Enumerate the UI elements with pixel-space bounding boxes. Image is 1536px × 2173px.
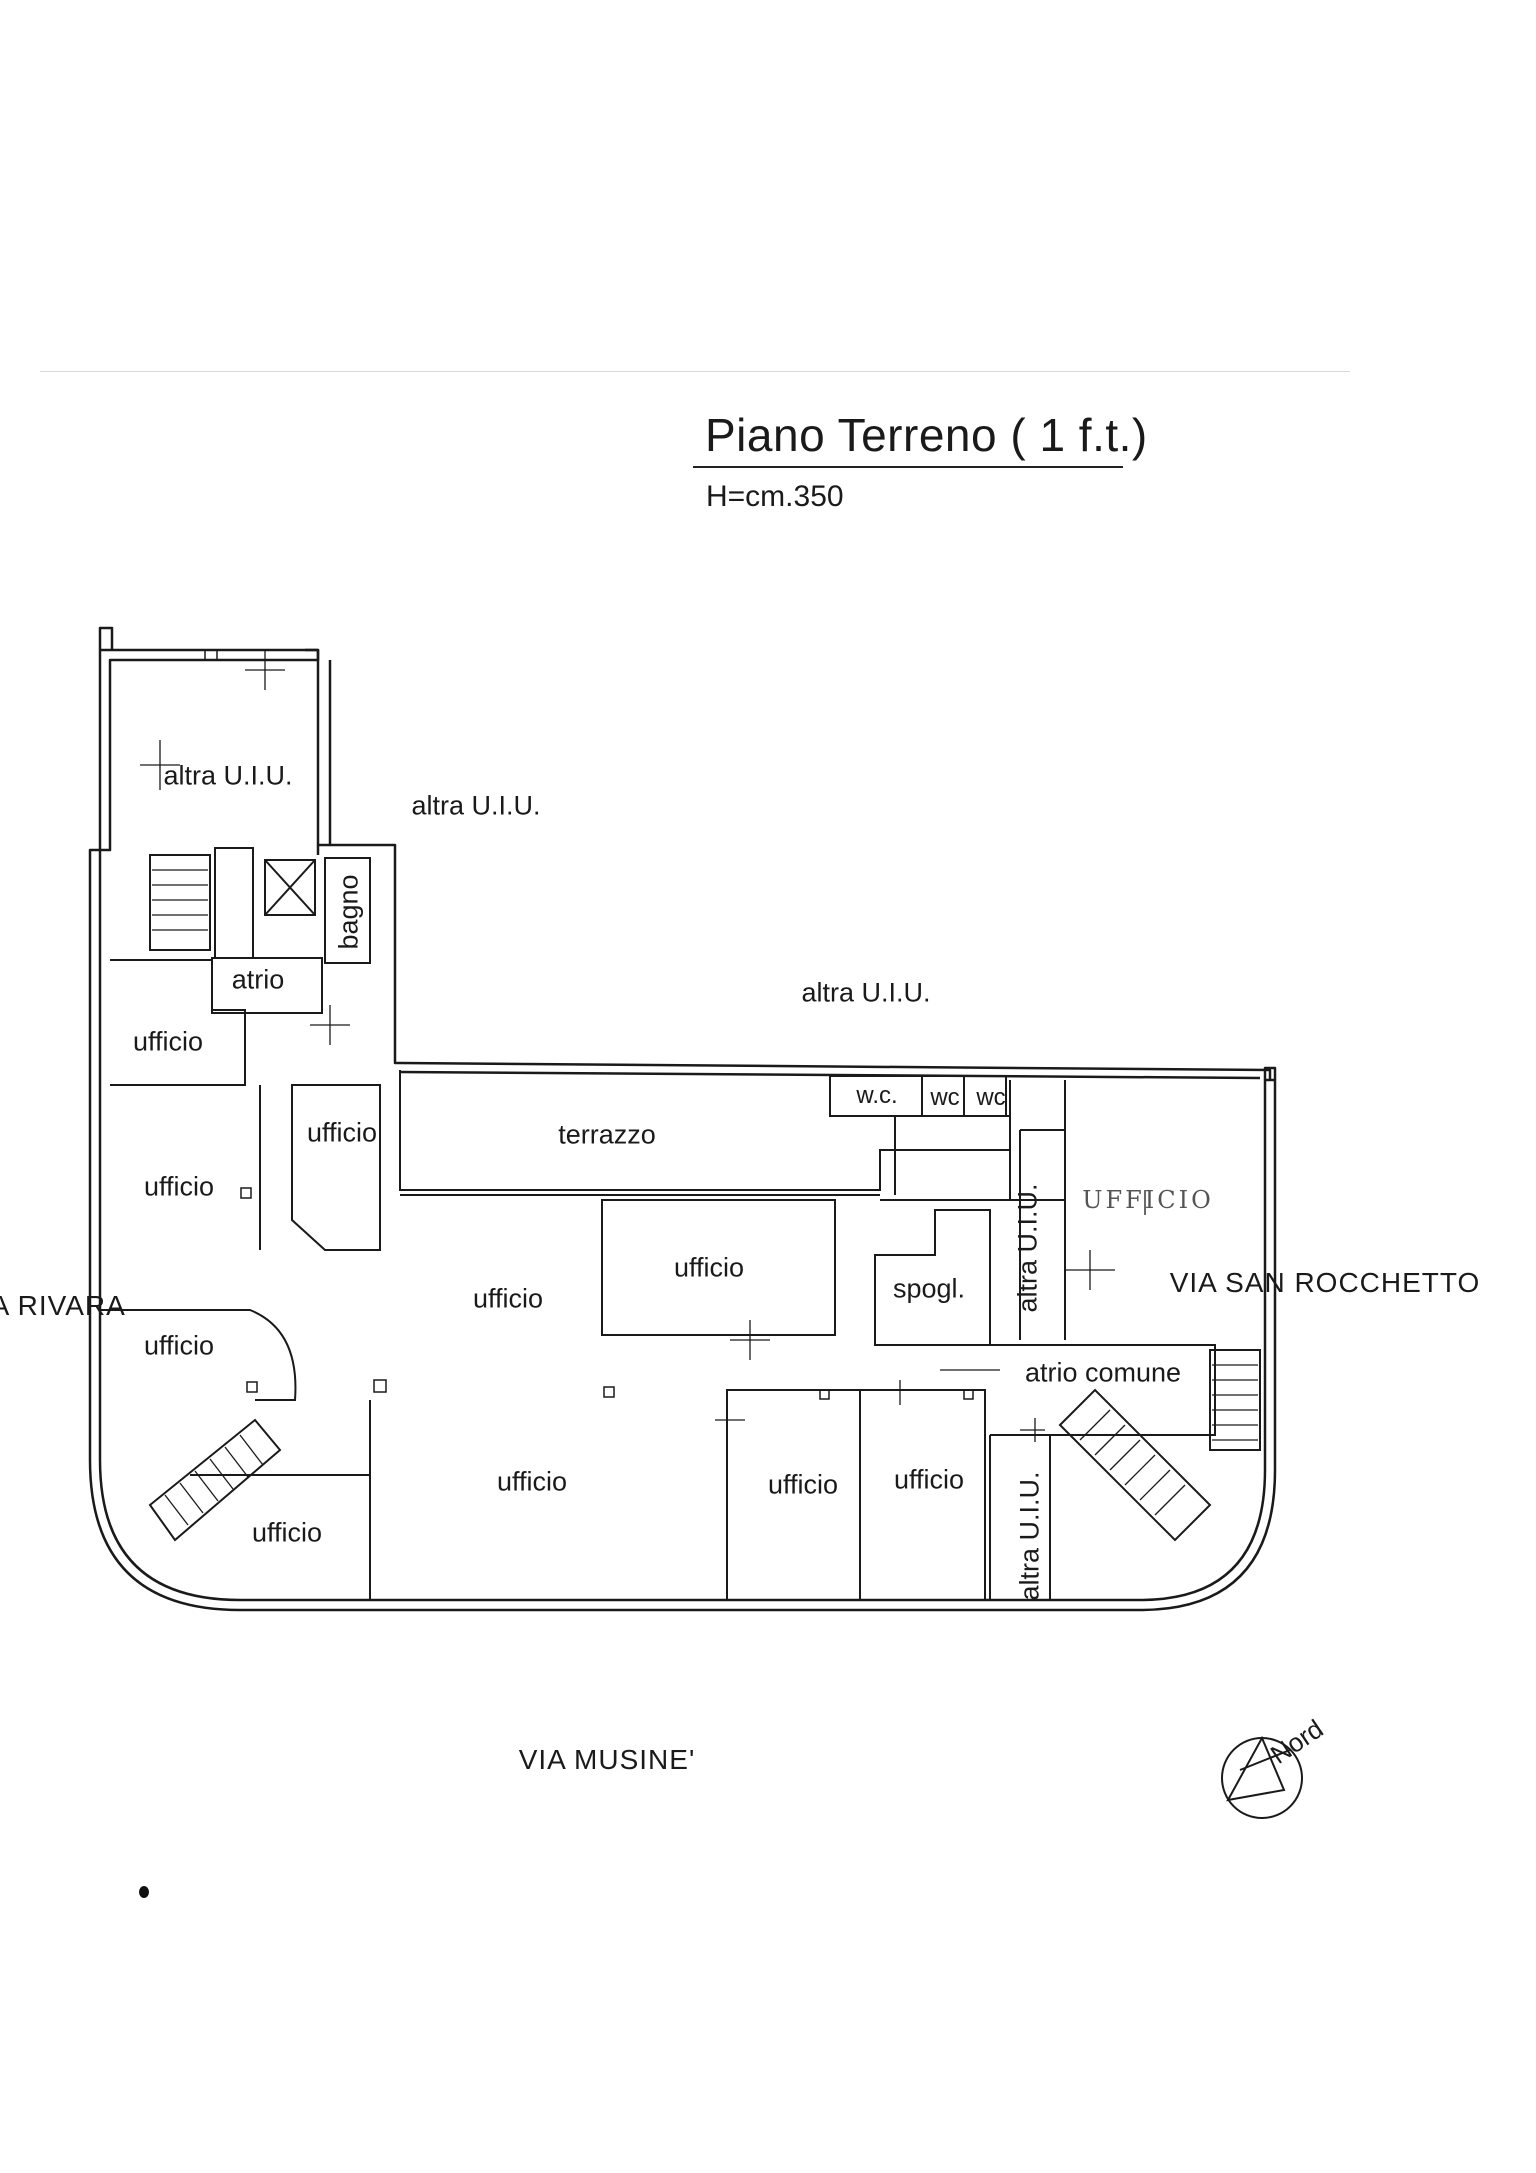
room-label-atrio-comune: atrio comune — [1024, 1357, 1182, 1388]
room-label-ufficio-center-inner: ufficio — [673, 1252, 745, 1283]
room-label-ufficio-west: ufficio — [143, 1171, 215, 1202]
room-label-spogl: spogl. — [892, 1273, 966, 1304]
title-underline — [693, 466, 1123, 468]
room-label-wc-1: w.c. — [856, 1082, 898, 1109]
room-label-ufficio-center: ufficio — [472, 1283, 544, 1314]
room-label-atrio: atrio — [231, 964, 285, 995]
ink-dot — [139, 1886, 149, 1898]
room-label-ufficio-south-1: ufficio — [767, 1469, 839, 1500]
street-label-south: VIA MUSINE' — [518, 1744, 696, 1775]
interior-walls — [99, 649, 1261, 1600]
room-label-ufficio-big-south: ufficio — [496, 1466, 568, 1497]
room-label-ufficio-small: ufficio — [306, 1117, 378, 1148]
room-label-ufficio-nw: ufficio — [132, 1026, 204, 1057]
room-label-ufficio-south-2: ufficio — [893, 1464, 965, 1495]
room-label-altra-uiu-middle: altra U.I.U. — [801, 977, 931, 1008]
room-label-wc-2: wc — [930, 1084, 960, 1111]
room-label-ufficio-sw-corner: ufficio — [251, 1517, 323, 1548]
room-label-altra-uiu-tower: altra U.I.U. — [163, 760, 293, 791]
room-label-ufficio-handwritten: UFFICIO — [1082, 1186, 1214, 1214]
page-title: Piano Terreno ( 1 f.t.) — [705, 409, 1148, 461]
room-label-altra-uiu-vertical-1: altra U.I.U. — [1012, 1183, 1043, 1313]
room-label-altra-uiu-top: altra U.I.U. — [411, 790, 541, 821]
room-label-bagno: bagno — [333, 874, 364, 950]
room-label-ufficio-west-lower: ufficio — [143, 1330, 215, 1361]
ceiling-height-note: H=cm.350 — [706, 480, 844, 513]
scan-edge-line — [40, 371, 1350, 372]
north-arrow-icon — [1221, 1735, 1303, 1819]
room-label-altra-uiu-vertical-2: altra U.I.U. — [1014, 1471, 1045, 1601]
room-label-terrazzo: terrazzo — [558, 1119, 656, 1150]
street-label-east: VIA SAN ROCCHETTO — [1169, 1267, 1481, 1298]
room-label-wc-3: wc — [976, 1084, 1006, 1111]
street-label-west: VIA RIVARA — [0, 1290, 126, 1321]
